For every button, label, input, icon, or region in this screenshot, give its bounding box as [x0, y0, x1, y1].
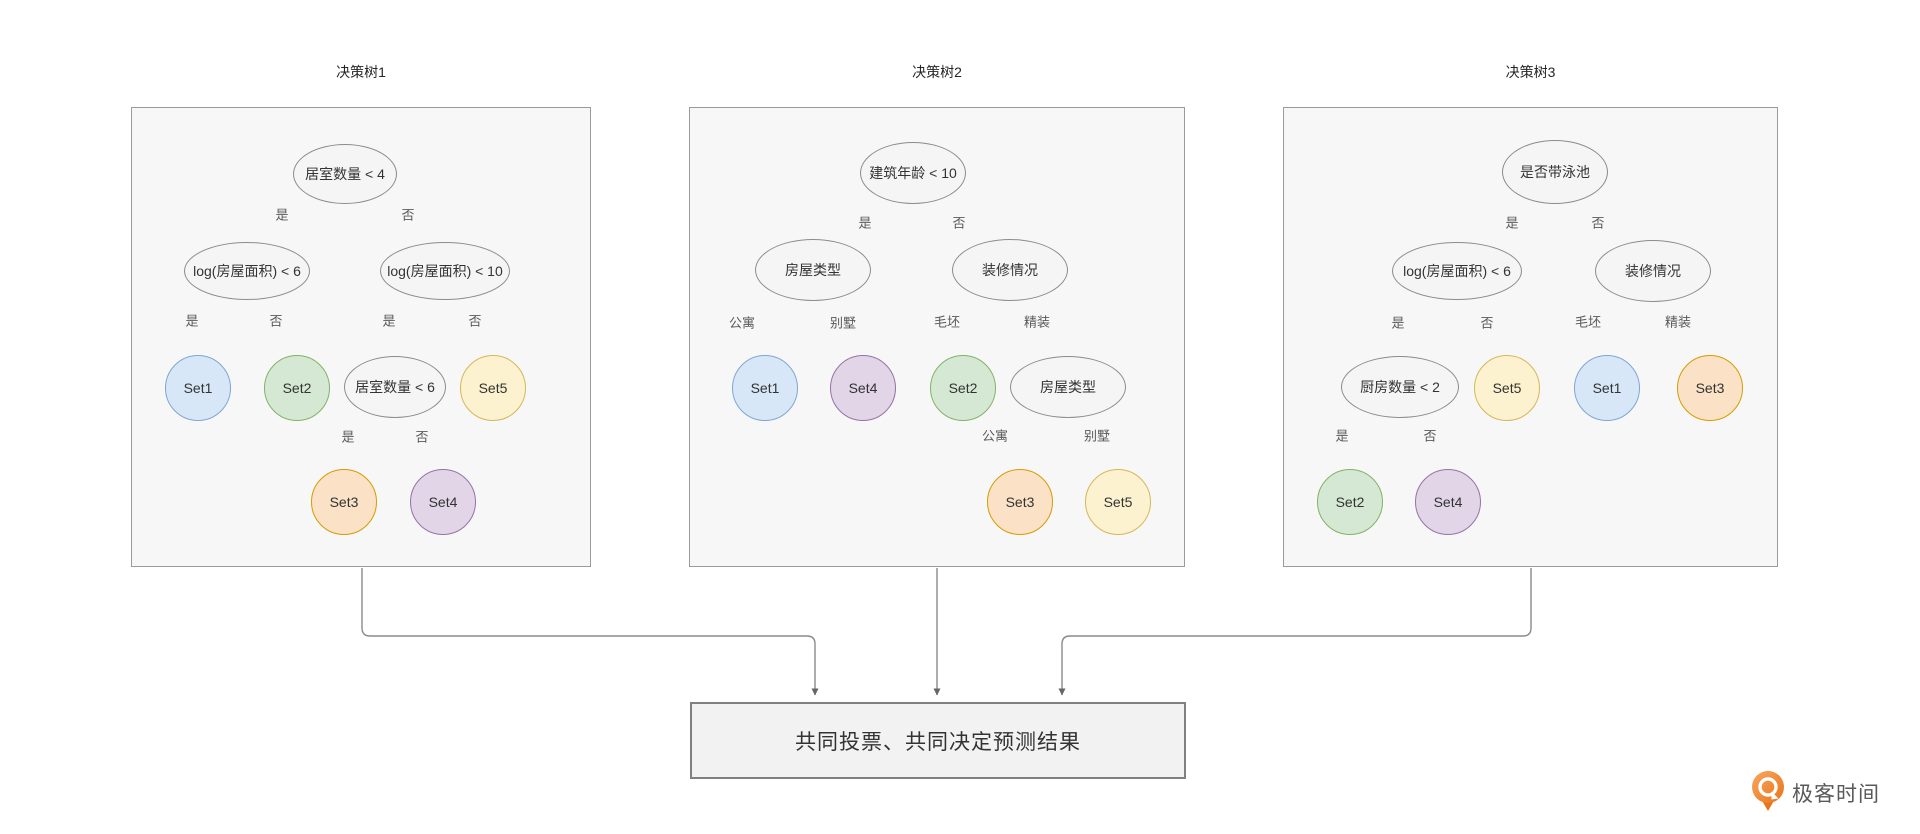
branch-label: 是 [1335, 428, 1349, 444]
tree1-decision-left: log(房屋面积) < 6 [184, 242, 310, 300]
branch-label: 是 [858, 215, 872, 231]
branch-label: 是 [382, 313, 396, 329]
tree1-decision-inner: 居室数量 < 6 [344, 356, 446, 418]
tree1-leaf-set1: Set1 [165, 355, 231, 421]
tree2-decision-left: 房屋类型 [755, 239, 871, 301]
tree3-leaf-set5: Set5 [1474, 355, 1540, 421]
branch-label: 否 [1480, 315, 1494, 331]
branch-label: 是 [341, 429, 355, 445]
tree2-title: 决策树2 [912, 64, 962, 80]
tree3-decision-inner: 厨房数量 < 2 [1341, 356, 1459, 418]
tree1-leaf-set4: Set4 [410, 469, 476, 535]
tree2-decision-right: 装修情况 [952, 239, 1068, 301]
branch-label: 毛坯 [933, 314, 961, 330]
branch-label: 是 [185, 313, 199, 329]
tree2-leaf-set1: Set1 [732, 355, 798, 421]
branch-label: 否 [1423, 428, 1437, 444]
voting-result-box: 共同投票、共同决定预测结果 [690, 702, 1186, 779]
branch-label: 是 [1391, 315, 1405, 331]
branch-label: 否 [269, 313, 283, 329]
tree3-title: 决策树3 [1505, 64, 1556, 80]
tree3-decision-right: 装修情况 [1595, 240, 1711, 302]
tree2-decision-root: 建筑年龄 < 10 [860, 142, 966, 204]
geektime-pin-icon [1750, 770, 1786, 816]
tree1-leaf-set2: Set2 [264, 355, 330, 421]
branch-label: 别墅 [829, 315, 857, 331]
tree1-title: 决策树1 [336, 64, 386, 80]
tree2-leaf-set4: Set4 [830, 355, 896, 421]
branch-label: 是 [1505, 215, 1519, 231]
branch-label: 否 [415, 429, 429, 445]
tree1-decision-right: log(房屋面积) < 10 [380, 242, 510, 300]
tree2-leaf-set5: Set5 [1085, 469, 1151, 535]
branch-label: 别墅 [1083, 428, 1111, 444]
tree2-leaf-set3: Set3 [987, 469, 1053, 535]
branch-label: 否 [401, 207, 415, 223]
branch-label: 否 [468, 313, 482, 329]
tree1-decision-root: 居室数量 < 4 [293, 144, 397, 204]
branch-label: 否 [1591, 215, 1605, 231]
geektime-logo: 极客时间 [1750, 770, 1880, 816]
tree3-leaf-set4: Set4 [1415, 469, 1481, 535]
branch-label: 否 [952, 215, 966, 231]
branch-label: 精装 [1664, 314, 1692, 330]
tree2-leaf-set2: Set2 [930, 355, 996, 421]
tree1-leaf-set5: Set5 [460, 355, 526, 421]
tree2-decision-inner: 房屋类型 [1010, 356, 1126, 418]
branch-label: 公寓 [728, 315, 756, 331]
tree3-leaf-set2: Set2 [1317, 469, 1383, 535]
logo-text: 极客时间 [1792, 783, 1880, 806]
branch-label: 毛坯 [1574, 314, 1602, 330]
tree3-decision-root: 是否带泳池 [1502, 140, 1608, 204]
tree3-decision-left: log(房屋面积) < 6 [1392, 242, 1522, 300]
tree3-leaf-set1: Set1 [1574, 355, 1640, 421]
tree1-leaf-set3: Set3 [311, 469, 377, 535]
tree3-leaf-set3: Set3 [1677, 355, 1743, 421]
branch-label: 公寓 [981, 428, 1009, 444]
branch-label: 是 [275, 207, 289, 223]
branch-label: 精装 [1023, 314, 1051, 330]
